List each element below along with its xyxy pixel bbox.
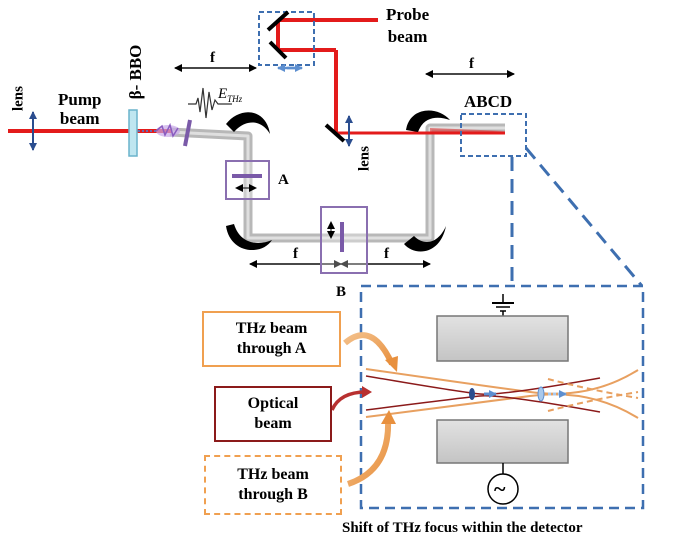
probe-mirror-1 <box>266 10 290 32</box>
curved-arrow-thz-a <box>343 332 395 366</box>
legend-thz-a: THz beam through A <box>202 311 341 367</box>
detector-box-small <box>460 113 527 157</box>
legend-optical-line2: beam <box>254 415 292 432</box>
filter <box>183 119 192 147</box>
legend-thz-a-line2: through A <box>236 340 307 357</box>
ac-symbol-label: ~ <box>494 476 506 501</box>
probe-mirror-2 <box>268 40 288 60</box>
legend-thz-b-line2: through B <box>238 486 308 503</box>
caption: Shift of THz focus within the detector <box>342 520 583 536</box>
focal-label-top-left: f <box>210 50 215 66</box>
legend-thz-b-line1: THz beam <box>237 466 309 483</box>
probe-beam-line2: beam <box>387 27 428 46</box>
point-b-label: B <box>336 284 347 300</box>
focal-label-bottom-left: f <box>293 246 298 262</box>
legend-thz-a-line1: THz beam <box>235 320 308 337</box>
probe-beam-line1: Probe <box>386 5 430 24</box>
element-b <box>320 206 368 274</box>
pump-beam-line2: beam <box>59 109 100 128</box>
zoom-line-right <box>524 147 644 287</box>
probe-mirror-3 <box>324 123 346 143</box>
legend-thz-b: THz beam through B <box>204 455 342 515</box>
legend-optical: Optical beam <box>214 386 332 442</box>
curved-arrow-optical <box>330 390 367 411</box>
parabolic-mirror-3 <box>404 226 446 252</box>
inset-thz-beam-b <box>547 378 639 412</box>
focal-label-bottom-right: f <box>384 246 389 262</box>
laser-beams <box>8 18 505 135</box>
probe-beam-label: Probe beam <box>386 4 429 48</box>
abcd-label: ABCD <box>464 92 513 111</box>
parabolic-mirror-1 <box>226 112 270 134</box>
pump-beam-label: Pump beam <box>58 90 101 128</box>
e-thz-label: ETHz <box>218 86 242 104</box>
bbo-crystal <box>128 109 138 157</box>
ac-source-icon <box>487 463 519 505</box>
thz-waveform-icon <box>188 87 232 119</box>
focus-marker-a <box>469 388 475 400</box>
parabolic-mirror-4 <box>406 110 450 132</box>
lens-mid-label: lens <box>356 146 373 172</box>
bbo-label: β- BBO <box>126 44 145 100</box>
inset-optical-beam <box>365 375 601 413</box>
pump-beam-line1: Pump <box>58 90 102 109</box>
thz-beam-path <box>169 123 505 243</box>
legend-optical-line1: Optical <box>247 395 299 412</box>
bottom-electrode <box>436 419 569 464</box>
top-electrode <box>436 315 569 362</box>
lens-left-label: lens <box>10 86 27 112</box>
plasma-spark <box>155 122 180 138</box>
inset-thz-beam-a <box>365 368 639 419</box>
e-thz-main: E <box>218 86 228 102</box>
e-thz-sub: THz <box>227 94 243 104</box>
curved-arrow-thz-b <box>346 419 392 487</box>
element-a <box>225 160 270 200</box>
parabolic-mirror-2 <box>226 224 272 251</box>
focus-marker-b <box>537 386 545 402</box>
focal-label-top-right: f <box>469 56 474 72</box>
point-a-label: A <box>278 172 289 188</box>
